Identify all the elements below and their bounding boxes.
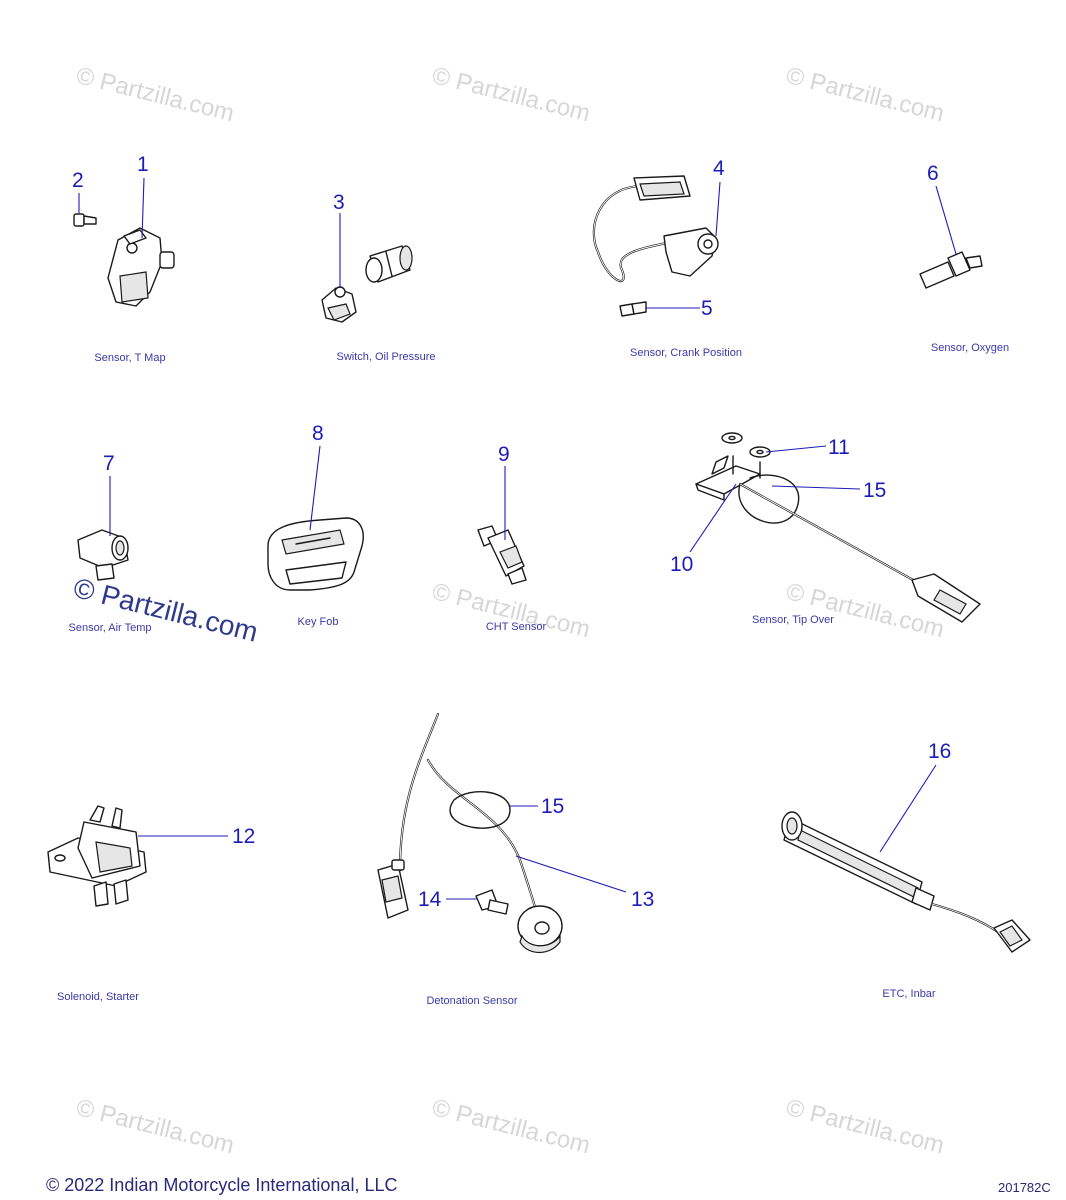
- detonation-sensor-drawing: [517, 905, 563, 954]
- caption-t-map: Sensor, T Map: [94, 352, 166, 364]
- tip-over-washers-drawing: [721, 432, 771, 458]
- oxygen-sensor-drawing: [919, 251, 983, 289]
- air-temp-sensor-drawing: [77, 529, 129, 581]
- callout-14: 14: [418, 888, 442, 911]
- leader-line: [715, 181, 721, 237]
- starter-solenoid-drawing: [47, 805, 147, 907]
- leader-line: [935, 185, 957, 255]
- callout-9: 9: [498, 443, 510, 466]
- leader-line: [765, 445, 827, 453]
- oil-pressure-switch-drawing: [321, 286, 357, 323]
- tip-over-bracket-drawing: [695, 455, 761, 501]
- caption-crank-position: Sensor, Crank Position: [630, 347, 742, 359]
- callout-16: 16: [928, 740, 952, 763]
- caption-air-temp: Sensor, Air Temp: [68, 622, 152, 634]
- callout-12: 12: [232, 825, 256, 848]
- crank-position-wire-drawing: [592, 184, 674, 282]
- leader-line: [879, 764, 937, 853]
- detonation-connector-drawing: [377, 859, 409, 919]
- callout-15: 15: [541, 795, 565, 818]
- oil-pressure-adapter-drawing: [365, 245, 413, 283]
- callout-11: 11: [828, 436, 850, 459]
- crank-position-sensor-drawing: [663, 227, 719, 277]
- detonation-tie-loop-drawing: [449, 791, 511, 829]
- bolt-drawing: [73, 213, 97, 227]
- crank-position-connector-drawing: [633, 175, 691, 201]
- callout-1: 1: [137, 153, 149, 176]
- callout-2: 2: [72, 169, 84, 192]
- bolt-drawing: [619, 301, 647, 317]
- etc-cable-drawing: [930, 902, 1000, 934]
- caption-key-fob: Key Fob: [297, 616, 339, 628]
- etc-inbar-drawing: [781, 811, 935, 911]
- leader-line: [515, 855, 627, 893]
- leader-line: [689, 483, 737, 553]
- caption-etc: ETC, Inbar: [882, 988, 936, 1000]
- caption-detonation: Detonation Sensor: [426, 995, 518, 1007]
- caption-cht: CHT Sensor: [485, 621, 547, 633]
- bolt-drawing: [475, 889, 509, 915]
- leader-line: [309, 445, 321, 531]
- caption-solenoid: Solenoid, Starter: [57, 991, 139, 1003]
- caption-tip-over: Sensor, Tip Over: [752, 614, 834, 626]
- t-map-sensor-drawing: [107, 227, 175, 307]
- callout-10: 10: [670, 553, 694, 576]
- drawing-number: 201782C: [998, 1180, 1051, 1195]
- callout-6: 6: [927, 162, 939, 185]
- callout-15: 15: [863, 479, 887, 502]
- callout-8: 8: [312, 422, 324, 445]
- leader-line: [141, 177, 145, 239]
- etc-connector-drawing: [993, 919, 1031, 953]
- callout-4: 4: [713, 157, 725, 180]
- key-fob-drawing: [267, 517, 364, 591]
- callout-7: 7: [103, 452, 115, 475]
- callout-13: 13: [631, 888, 655, 911]
- copyright-notice: © 2022 Indian Motorcycle International, …: [46, 1175, 398, 1195]
- callout-5: 5: [701, 297, 713, 320]
- tip-over-connector-drawing: [911, 573, 981, 623]
- caption-oxygen: Sensor, Oxygen: [930, 342, 1010, 354]
- tip-over-cable-drawing: [738, 482, 926, 588]
- callout-3: 3: [333, 191, 345, 214]
- caption-oil-pressure: Switch, Oil Pressure: [336, 351, 436, 363]
- cht-sensor-drawing: [477, 525, 527, 585]
- tip-over-tie-loop-drawing: [738, 474, 800, 524]
- leader-line: [771, 485, 861, 490]
- detonation-wire-drawing: [398, 712, 540, 920]
